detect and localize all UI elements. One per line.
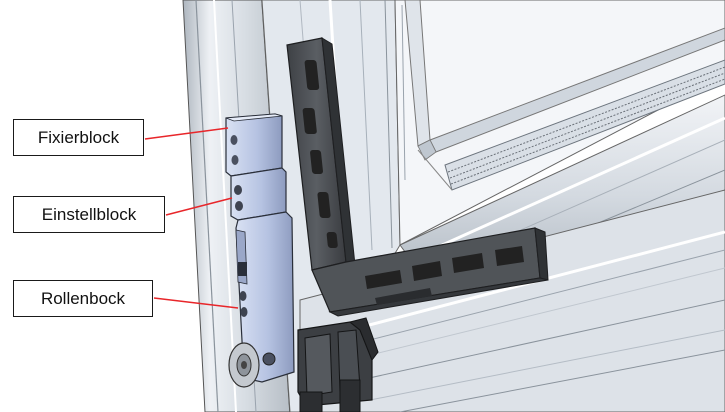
- callout-fixierblock: Fixierblock: [13, 119, 144, 156]
- callout-label-fixierblock: Fixierblock: [37, 128, 120, 147]
- corner-bracket-render: [286, 37, 549, 317]
- callout-label-einstellblock: Einstellblock: [41, 205, 137, 224]
- callout-label-rollenbock: Rollenbock: [40, 289, 126, 308]
- bottom-clamp-render: [297, 317, 379, 412]
- leader-line-rollenbock: [153, 297, 239, 309]
- callout-einstellblock: Einstellblock: [13, 196, 165, 233]
- hinge-block-render: [225, 113, 295, 388]
- leader-line-einstellblock: [165, 197, 233, 216]
- callout-rollenbock: Rollenbock: [13, 280, 153, 317]
- leader-line-fixierblock: [144, 127, 229, 140]
